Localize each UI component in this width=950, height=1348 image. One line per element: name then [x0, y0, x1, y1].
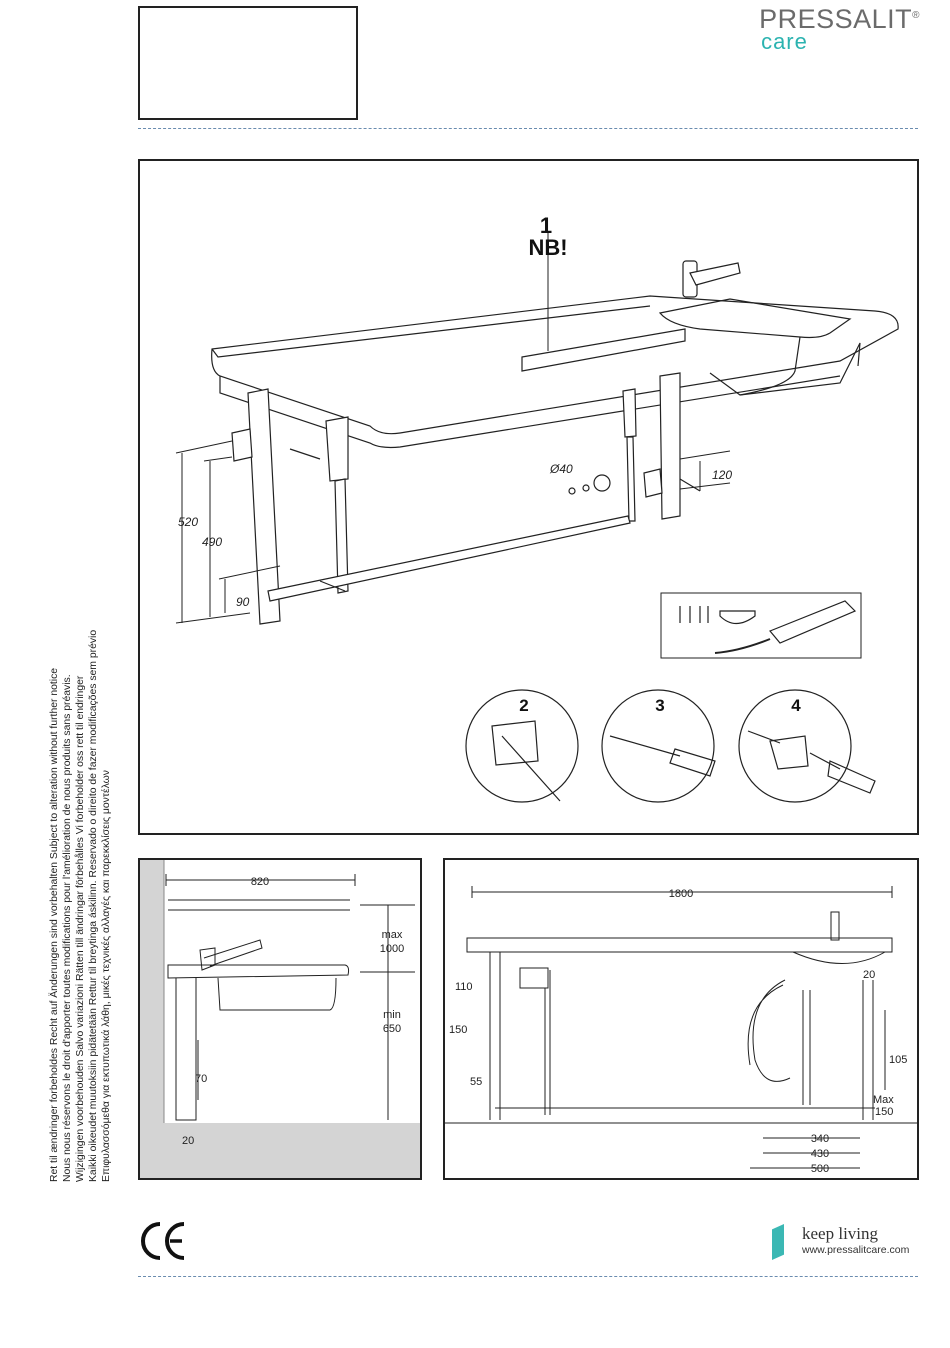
step-2-number: 2 — [519, 696, 528, 715]
support-legs — [247, 372, 681, 625]
tagline: keep living — [802, 1224, 879, 1243]
disclaimer-line: Wijzigingen voorbehouden Salvo variazion… — [75, 675, 86, 1182]
max-value: 1000 — [380, 943, 404, 955]
brand-name: PRESSALIT — [759, 4, 913, 34]
dim-820: 820 — [251, 876, 269, 888]
dim-500: 500 — [811, 1163, 829, 1175]
website-link[interactable]: www.pressalitcare.com — [802, 1244, 910, 1256]
disclaimer-line: Kaikki oikeudet muutoksiin pidätetään Re… — [88, 629, 99, 1182]
dim-105: 105 — [889, 1054, 907, 1066]
disclaimer-line: Ret til ændringer forbeholdes Recht auf … — [49, 667, 60, 1182]
crossbar — [267, 515, 631, 602]
step-3-number: 3 — [655, 696, 664, 715]
step-3-detail — [601, 689, 715, 803]
dim-20: 20 — [863, 969, 875, 981]
disclaimer: Ret til ændringer forbeholdes Recht auf … — [48, 630, 113, 1182]
label-box — [138, 6, 358, 120]
dim-55: 55 — [470, 1076, 482, 1088]
front-view-diagram: 1800 110 150 55 20 105 Max 150 340 430 5… — [443, 858, 919, 1180]
step-2-detail — [465, 689, 579, 803]
dim-340: 340 — [811, 1133, 829, 1145]
front-dimensions — [471, 886, 893, 1169]
parts-inset — [660, 592, 862, 659]
worktop-side — [167, 964, 350, 979]
header-divider — [138, 128, 918, 129]
dim-430: 430 — [811, 1148, 829, 1160]
spirit-level — [521, 328, 686, 372]
nb-note: NB! — [528, 235, 567, 260]
brand-mark-icon — [772, 1224, 784, 1260]
min-value: 650 — [383, 1023, 401, 1035]
worktop-front — [466, 937, 893, 953]
dim-150: 150 — [449, 1024, 467, 1036]
side-view-diagram: 820 max 1000 min 650 70 20 — [138, 858, 422, 1180]
dim-120: 120 — [712, 468, 732, 482]
dim-490: 490 — [202, 535, 222, 549]
step-4-number: 4 — [791, 696, 801, 715]
disclaimer-line: Nous nous réservons le droit d'apporter … — [62, 674, 73, 1182]
ce-mark — [141, 1222, 185, 1260]
wall-bracket — [231, 428, 253, 462]
min-label: min — [383, 1009, 401, 1021]
brand-sub: care — [761, 29, 808, 54]
footer-divider — [138, 1276, 918, 1277]
max-value: 150 — [875, 1106, 893, 1118]
floor — [140, 1123, 420, 1178]
dim-20: 20 — [182, 1135, 194, 1147]
max-label: Max — [873, 1094, 894, 1106]
side-dimensions — [165, 874, 415, 1120]
registered-mark: ® — [912, 10, 920, 21]
max-label: max — [382, 929, 403, 941]
faucet — [682, 260, 741, 298]
dim-90: 90 — [236, 595, 250, 609]
installation-illustration: 1 NB! 520 490 90 120 Ø40 2 3 4 — [138, 159, 919, 835]
dim-1800: 1800 — [669, 888, 693, 900]
dimension-lines — [175, 440, 731, 624]
step-1-number: 1 — [540, 213, 552, 238]
dim-70: 70 — [195, 1073, 207, 1085]
pressalit-logo: PRESSALIT® care — [759, 4, 920, 55]
dim-520: 520 — [178, 515, 198, 529]
step-4-detail — [738, 689, 852, 803]
sink-bowl — [658, 298, 852, 339]
dim-110: 110 — [455, 981, 473, 993]
disclaimer-line: Επιφυλασσόμεθα για εκτυπωτικά λάθη, μικέ… — [101, 770, 112, 1182]
hole-diameter: Ø40 — [549, 462, 573, 476]
